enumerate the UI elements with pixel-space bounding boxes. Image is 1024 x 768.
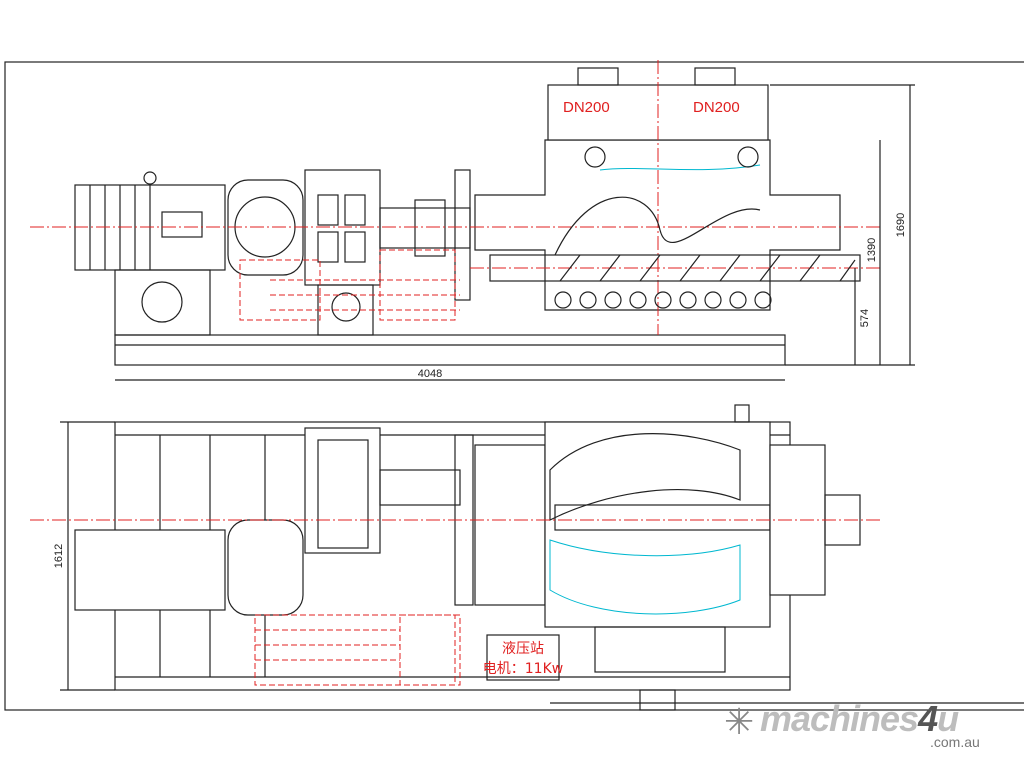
snowflake-logo-icon: ✳ [724,701,755,742]
drawing-frame [4,61,1024,711]
hydraulic-station-title: 液压站 [502,641,544,657]
elevation-view: 4048 1690 1390 574 DN200 DN200 [30,60,915,381]
plan-body [544,421,771,628]
hydraulic-station-box [486,634,560,681]
watermark-brand: machines4u [760,698,959,739]
plan-gearbox [304,427,381,554]
dim-base-height: 574 [859,309,871,327]
dim-shaft-height: 1390 [866,238,878,262]
nozzle-label-left: DN200 [563,99,610,116]
hydraulic-station-motor: 电机：11Kw [483,661,563,677]
port-row [554,291,772,309]
nozzle-left [577,67,619,86]
base-frame [114,334,786,366]
plan-motor [74,529,226,611]
nozzle-label-right: DN200 [693,99,740,116]
dim-length: 4048 [418,368,442,380]
nozzle-right [694,67,736,86]
screw-conveyor [489,254,861,282]
plan-view: 液压站 电机：11Kw 1612 [30,404,880,711]
dim-plan-width: 1612 [53,544,65,568]
dim-height: 1690 [895,213,907,237]
machines4u-watermark: ✳ machines4u .com.au [722,698,1022,750]
watermark-domain: .com.au [930,734,980,750]
motor-support [114,269,211,336]
